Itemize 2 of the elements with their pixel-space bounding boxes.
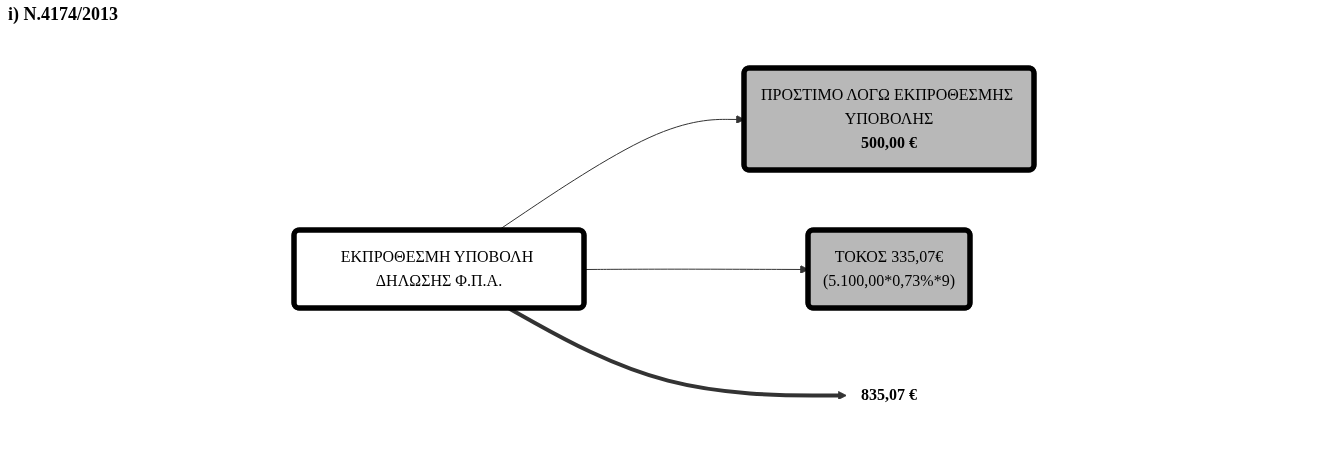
node-text: 835,07 €: [861, 386, 917, 403]
diagram-title: i) N.4174/2013: [8, 4, 118, 25]
